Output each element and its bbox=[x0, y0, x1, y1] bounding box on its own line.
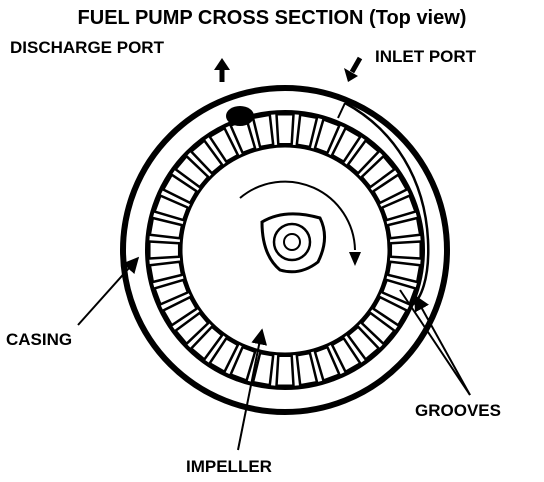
inlet-port-label: INLET PORT bbox=[375, 47, 477, 66]
groove-cell bbox=[189, 139, 224, 175]
inlet-flow-arrow bbox=[349, 56, 363, 74]
groove-cell bbox=[360, 311, 396, 346]
impeller-label: IMPELLER bbox=[186, 457, 272, 476]
casing-leader bbox=[77, 256, 140, 326]
groove-cell bbox=[229, 345, 257, 382]
discharge-port-label: DISCHARGE PORT bbox=[10, 38, 165, 57]
groove-cell bbox=[372, 295, 409, 327]
groove-cell bbox=[389, 240, 422, 260]
groove-cell bbox=[148, 260, 184, 284]
rotation-arc bbox=[239, 180, 356, 251]
groove-cell bbox=[189, 325, 224, 361]
discharge-port-opening bbox=[226, 106, 254, 126]
groove-cell bbox=[251, 351, 275, 387]
groove-cell bbox=[372, 173, 409, 205]
hub-collar bbox=[272, 222, 312, 262]
groove-cell bbox=[153, 194, 190, 222]
impeller-leader bbox=[237, 328, 268, 451]
inlet-channel-edge bbox=[337, 102, 346, 119]
impeller-outer-rim bbox=[145, 110, 425, 390]
grooves-leader-upper bbox=[414, 294, 471, 396]
groove-cell bbox=[174, 154, 210, 189]
impeller-inner-ring bbox=[179, 144, 391, 356]
groove-cell bbox=[386, 216, 422, 240]
diagram-title: FUEL PUMP CROSS SECTION (Top view) bbox=[78, 7, 467, 29]
groove-cell bbox=[380, 194, 417, 222]
groove-cell bbox=[161, 173, 198, 205]
groove-cell bbox=[346, 325, 381, 361]
groove-cell bbox=[360, 154, 396, 189]
groove-cell bbox=[386, 260, 422, 284]
groove-cell bbox=[148, 216, 184, 240]
rotation-arrowhead bbox=[349, 252, 361, 266]
groove-cell bbox=[148, 240, 181, 260]
groove-cell bbox=[208, 126, 240, 163]
pump-casing bbox=[120, 85, 450, 415]
groove-cell bbox=[295, 351, 319, 387]
impeller-grooves bbox=[148, 113, 422, 387]
groove-cell bbox=[275, 113, 295, 146]
groove-cell bbox=[153, 278, 190, 306]
groove-cell bbox=[161, 295, 198, 327]
groove-cell bbox=[330, 126, 362, 163]
grooves-leader-lower bbox=[399, 289, 471, 396]
groove-cell bbox=[275, 354, 295, 387]
groove-cell bbox=[295, 113, 319, 149]
groove-cell bbox=[330, 337, 362, 374]
grooves-label: GROOVES bbox=[415, 401, 501, 420]
groove-cell bbox=[313, 345, 341, 382]
inlet-channel bbox=[344, 101, 430, 307]
impeller-hub bbox=[260, 212, 326, 274]
shaft-bore bbox=[283, 233, 301, 251]
groove-cell bbox=[208, 337, 240, 374]
groove-cell bbox=[174, 311, 210, 346]
groove-cell bbox=[346, 139, 381, 175]
groove-cell bbox=[251, 113, 275, 149]
discharge-flow-arrowhead bbox=[214, 58, 230, 70]
casing-label: CASING bbox=[6, 330, 72, 349]
inlet-flow-arrowhead bbox=[344, 68, 358, 82]
groove-cell bbox=[313, 118, 341, 155]
